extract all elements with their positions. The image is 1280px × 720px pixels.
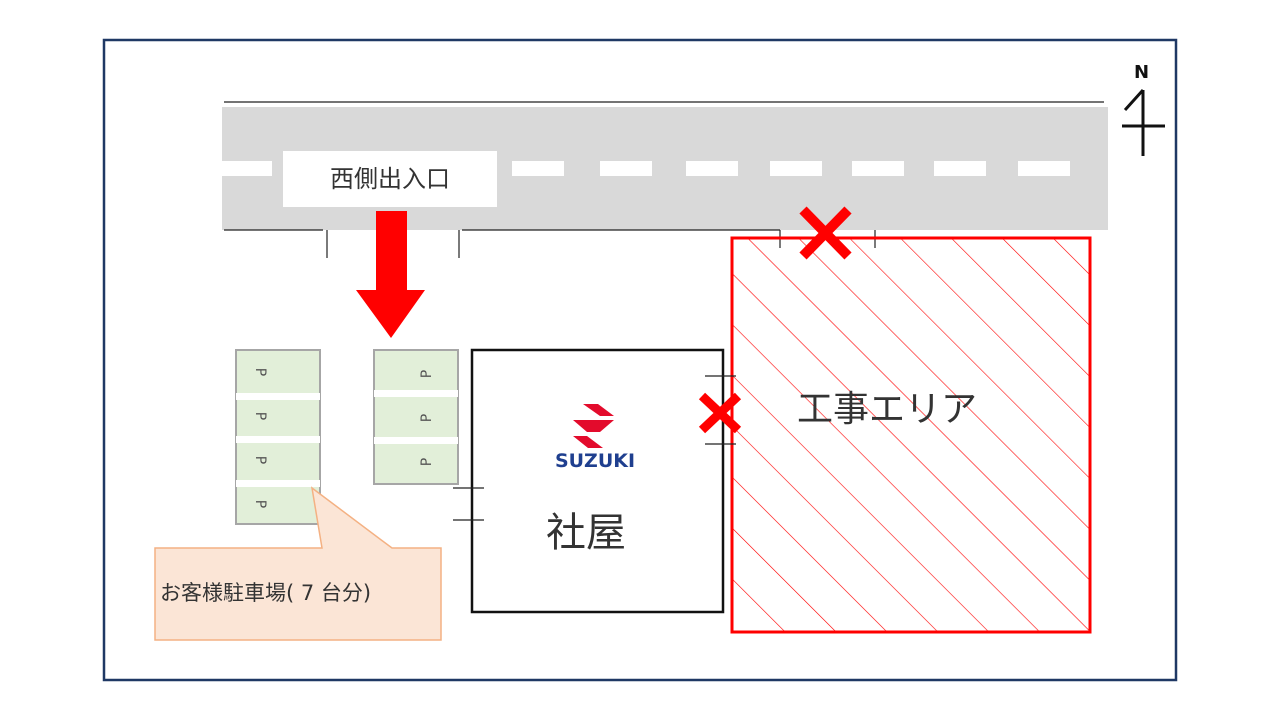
parking-space-mark: P bbox=[419, 413, 436, 423]
north-label: N bbox=[1134, 62, 1150, 83]
red-x-icon bbox=[799, 206, 852, 260]
parking-lot-east bbox=[373, 349, 459, 485]
parking-label: お客様駐車場( 7 台分) bbox=[160, 581, 372, 605]
entrance-arrow-icon bbox=[356, 211, 425, 338]
north-arrow-icon bbox=[1122, 88, 1165, 156]
red-x-icon bbox=[698, 392, 742, 434]
parking-callout bbox=[154, 486, 442, 641]
parking-space-mark: P bbox=[252, 455, 269, 465]
parking-space-mark: P bbox=[252, 499, 269, 509]
company-building bbox=[470, 348, 725, 614]
parking-space-mark: P bbox=[419, 457, 436, 467]
parking-lot-west bbox=[235, 349, 321, 525]
construction-area bbox=[730, 236, 1092, 634]
entrance-label: 西側出入口 bbox=[283, 151, 497, 207]
building-label: 社屋 bbox=[546, 510, 626, 556]
brand-logo-text: SUZUKI bbox=[554, 450, 636, 472]
road-center-line bbox=[222, 161, 1070, 176]
parking-space-mark: P bbox=[252, 411, 269, 421]
construction-area-label: 工事エリア bbox=[797, 389, 978, 430]
parking-space-mark: P bbox=[252, 367, 269, 377]
suzuki-s-logo-icon bbox=[573, 404, 614, 448]
parking-space-mark: P bbox=[419, 369, 436, 379]
